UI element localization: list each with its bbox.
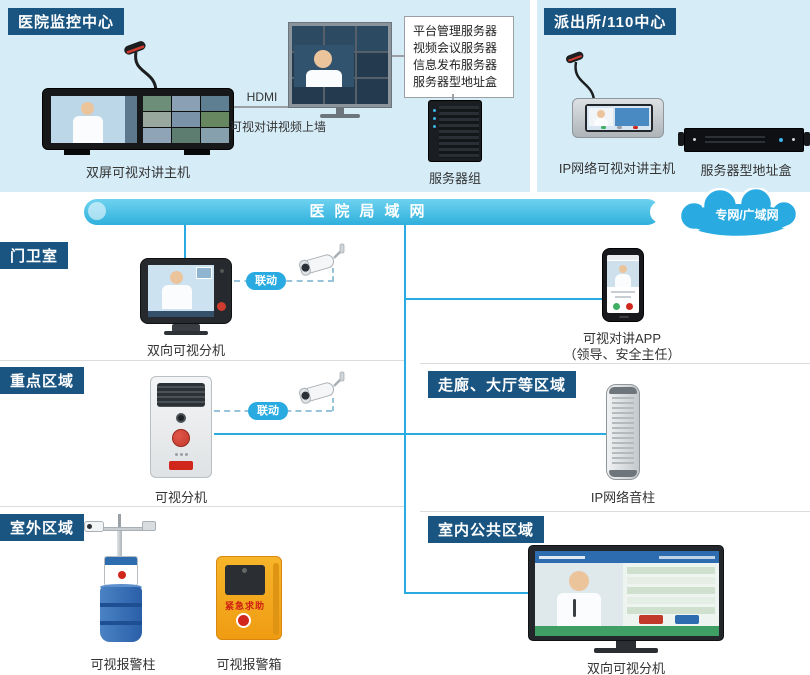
- gooseneck-mic-icon: [124, 41, 158, 92]
- server-list-item: 信息发布服务器: [413, 58, 498, 72]
- indoor-screen-footer: [535, 626, 719, 636]
- linkage-badge-key-area: 联动: [248, 402, 288, 420]
- emergency-strip-icon: [169, 461, 193, 470]
- dual-screen-host: [42, 88, 234, 150]
- call-button-icon: [172, 429, 190, 447]
- lan-wan-node: [650, 201, 672, 223]
- bullet-camera-icon: [299, 371, 345, 404]
- section-title-corridor: 走廊、大厅等区域: [428, 371, 577, 398]
- camera-lens-icon: [220, 269, 224, 273]
- wan-label: 专网/广域网: [715, 208, 779, 222]
- alarm-box-text: 紧急求助: [224, 601, 265, 611]
- address-box-label: 服务器型地址盒: [700, 163, 792, 178]
- pole-speaker-icon: [142, 521, 156, 531]
- host-left-screen: [51, 96, 137, 143]
- section-title-police: 派出所/110中心: [544, 8, 677, 35]
- pole-camera-icon: [84, 521, 104, 532]
- pole-call-box: [104, 556, 138, 586]
- host-right-screen: [143, 96, 229, 143]
- alarm-box-label: 可视报警箱: [216, 657, 282, 672]
- key-area-device-label: 可视分机: [154, 490, 207, 505]
- hdmi-line: [234, 106, 288, 108]
- alarm-button-icon: [236, 613, 251, 628]
- hdmi-label: HDMI: [246, 90, 278, 104]
- gooseneck-mic-icon: [566, 51, 596, 102]
- section-title-indoor: 室内公共区域: [428, 516, 545, 543]
- ip-speaker-column-device: [606, 384, 640, 480]
- call-button-icon: [217, 302, 226, 311]
- server-list-item: 服务器型地址盒: [413, 75, 498, 89]
- linkage-badge-guard: 联动: [246, 272, 286, 290]
- section-title-outdoor: 室外区域: [0, 514, 85, 541]
- police-intercom-screen: [585, 104, 653, 132]
- indoor-device-label: 双向可视分机: [586, 661, 665, 675]
- speaker-column-label: IP网络音柱: [590, 490, 656, 505]
- server-group-label: 服务器组: [428, 171, 481, 186]
- server-tower: [428, 100, 482, 162]
- alarm-pole-device: [84, 514, 164, 646]
- guard-extension-device: [140, 258, 232, 324]
- bullet-camera-icon: [299, 243, 345, 276]
- wan-cloud-icon: [678, 188, 799, 239]
- police-host-label: IP网络可视对讲主机: [558, 161, 676, 176]
- link-trunk: [404, 225, 406, 594]
- app-decline-icon: [626, 303, 633, 310]
- app-label: 可视对讲APP: [582, 331, 661, 346]
- indoor-screen-info: [623, 563, 719, 626]
- server-list-box: 平台管理服务器 视频会议服务器 信息发布服务器 服务器型地址盒: [404, 16, 514, 98]
- guard-device-label: 双向可视分机: [146, 343, 225, 358]
- indoor-extension-device: [528, 545, 724, 641]
- link-lan-guard: [184, 225, 186, 258]
- speaker-grille-icon: [157, 383, 205, 407]
- server-list-item: 平台管理服务器: [413, 24, 498, 38]
- dual-host-label: 双屏可视对讲主机: [85, 165, 190, 180]
- section-title-guard: 门卫室: [0, 242, 69, 269]
- alarm-pole-label: 可视报警柱: [90, 657, 156, 672]
- indoor-screen-header: [535, 551, 719, 563]
- app-accept-icon: [613, 303, 620, 310]
- link-trunk-indoor: [406, 592, 528, 594]
- video-wall: [288, 22, 392, 108]
- app-phone-device: [602, 248, 644, 322]
- alarm-box-screen: [225, 565, 265, 595]
- video-wall-face: [294, 45, 354, 87]
- server-list-item: 视频会议服务器: [413, 41, 498, 55]
- police-intercom-host: [572, 98, 664, 138]
- app-sub-label: （领导、安全主任）: [563, 347, 681, 362]
- camera-lens-icon: [176, 413, 186, 423]
- section-title-monitor-center: 医院监控中心: [8, 8, 125, 35]
- key-area-extension-device: [150, 376, 212, 478]
- lan-bar: 医院局域网: [84, 199, 660, 225]
- link-trunk-extension: [214, 433, 404, 435]
- alarm-box-device: 紧急求助: [216, 556, 282, 640]
- address-box-device: [684, 128, 804, 152]
- pole-base: [100, 587, 142, 642]
- link-trunk-speaker: [406, 433, 606, 435]
- indoor-screen-photo: [535, 563, 623, 626]
- section-title-key-area: 重点区域: [0, 367, 85, 394]
- link-trunk-app: [406, 298, 602, 300]
- video-wall-label: 可视对讲视频上墙: [229, 120, 326, 134]
- antenna-icon: [118, 514, 121, 527]
